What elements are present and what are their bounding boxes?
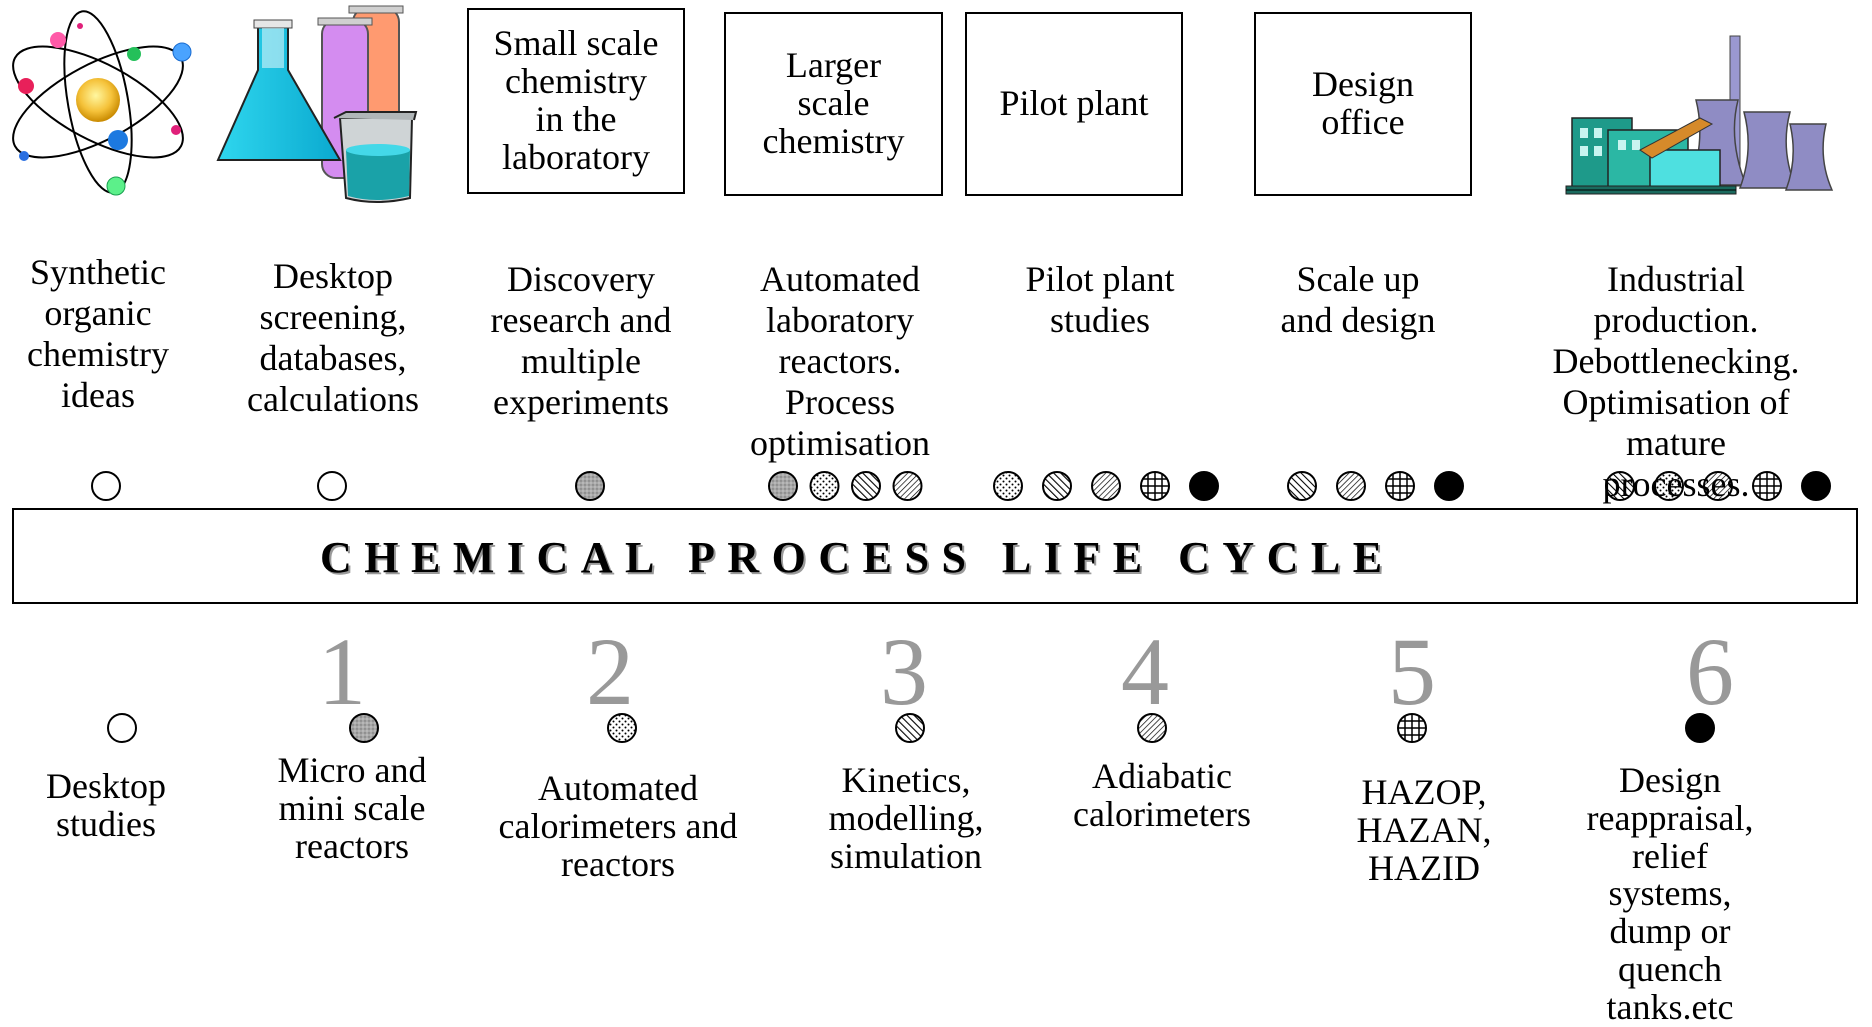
tool-hazop-hazan-hazid: HAZOP, HAZAN, HAZID bbox=[1356, 772, 1492, 888]
stage-7-marker-grid bbox=[1752, 471, 1782, 501]
tool-micro-mini-reactors: Micro and mini scale reactors bbox=[277, 750, 427, 866]
tool-desktop-studies: Desktop studies bbox=[46, 766, 166, 844]
stage-3-marker-gray bbox=[575, 471, 605, 501]
stage-5-marker-hatch-diagonal bbox=[1042, 471, 1072, 501]
step-number-4: 4 bbox=[1121, 618, 1169, 725]
stage-7-marker-black bbox=[1801, 471, 1831, 501]
industrial-plant-icon bbox=[1565, 35, 1834, 195]
step-number-1: 1 bbox=[318, 618, 366, 725]
box-design-office-label: Design office bbox=[1312, 64, 1414, 142]
stage-4-marker-dotted bbox=[809, 471, 840, 501]
box-small-scale-label: Small scale chemistry in the laboratory bbox=[493, 23, 659, 177]
stage-5-marker-grid bbox=[1140, 471, 1170, 501]
stage-4-marker-hatch-diagonal bbox=[851, 471, 881, 501]
tool-marker-hatch-dense bbox=[1137, 713, 1167, 743]
tool-marker-black bbox=[1685, 713, 1715, 743]
tool-marker-dotted bbox=[607, 713, 637, 743]
stage-5-marker-black bbox=[1189, 471, 1219, 501]
tool-adiabatic-calorimeters: Adiabatic calorimeters bbox=[1073, 756, 1251, 834]
stage-7-marker-dotted bbox=[1654, 471, 1684, 501]
stage-3-description: Discovery research and multiple experime… bbox=[490, 259, 672, 423]
box-larger-scale-chemistry: Larger scale chemistry bbox=[724, 12, 943, 196]
box-larger-scale-label: Larger scale chemistry bbox=[762, 45, 905, 161]
stage-4-marker-gray bbox=[768, 471, 798, 501]
stage-5-marker-hatch-dense bbox=[1091, 471, 1121, 501]
stage-2-marker-empty bbox=[317, 471, 347, 501]
tool-kinetics-modelling: Kinetics, modelling, simulation bbox=[828, 760, 984, 876]
diagram-graphics bbox=[12, 5, 1834, 743]
lab-glassware-icon bbox=[216, 5, 418, 203]
life-cycle-band bbox=[12, 508, 1858, 604]
stage-5-description: Pilot plant studies bbox=[1025, 259, 1175, 341]
stage-6-description: Scale up and design bbox=[1280, 259, 1436, 341]
step-number-2: 2 bbox=[586, 618, 634, 725]
tool-marker-grid bbox=[1397, 713, 1427, 743]
box-pilot-plant-label: Pilot plant bbox=[999, 83, 1149, 124]
stage-5-marker-dotted bbox=[993, 471, 1023, 501]
stage-6-marker-hatch-diagonal bbox=[1287, 471, 1317, 501]
life-cycle-title: CHEMICAL PROCESS LIFE CYCLE bbox=[320, 533, 1395, 582]
marker-layer bbox=[91, 471, 1831, 743]
stage-7-marker-hatch-diagonal bbox=[1605, 471, 1635, 501]
tool-design-reappraisal: Design reappraisal, relief systems, dump… bbox=[1586, 760, 1754, 1027]
tool-marker-empty bbox=[107, 713, 137, 743]
step-number-5: 5 bbox=[1388, 618, 1436, 725]
step-number-3: 3 bbox=[880, 618, 928, 725]
stage-6-marker-black bbox=[1434, 471, 1464, 501]
box-small-scale-chemistry: Small scale chemistry in the laboratory bbox=[467, 8, 685, 194]
stage-7-marker-hatch-dense bbox=[1703, 471, 1733, 501]
stage-6-marker-grid bbox=[1385, 471, 1415, 501]
box-pilot-plant: Pilot plant bbox=[965, 12, 1183, 196]
stage-7-description: Industrial production. Debottlenecking. … bbox=[1552, 259, 1800, 545]
stage-6-marker-hatch-dense bbox=[1336, 471, 1366, 501]
tool-automated-calorimeters: Automated calorimeters and reactors bbox=[498, 768, 738, 884]
tool-marker-hatch-diagonal bbox=[895, 713, 925, 743]
atom-icon bbox=[12, 10, 192, 196]
stage-2-description: Desktop screening, databases, calculatio… bbox=[247, 256, 419, 420]
stage-1-marker-empty bbox=[91, 471, 121, 501]
box-design-office: Design office bbox=[1254, 12, 1472, 196]
tool-marker-gray bbox=[349, 713, 379, 743]
stage-4-description: Automated laboratory reactors. Process o… bbox=[750, 259, 930, 464]
stage-4-marker-hatch-dense bbox=[892, 471, 923, 501]
step-number-6: 6 bbox=[1686, 618, 1734, 725]
stage-1-description: Synthetic organic chemistry ideas bbox=[27, 252, 169, 416]
